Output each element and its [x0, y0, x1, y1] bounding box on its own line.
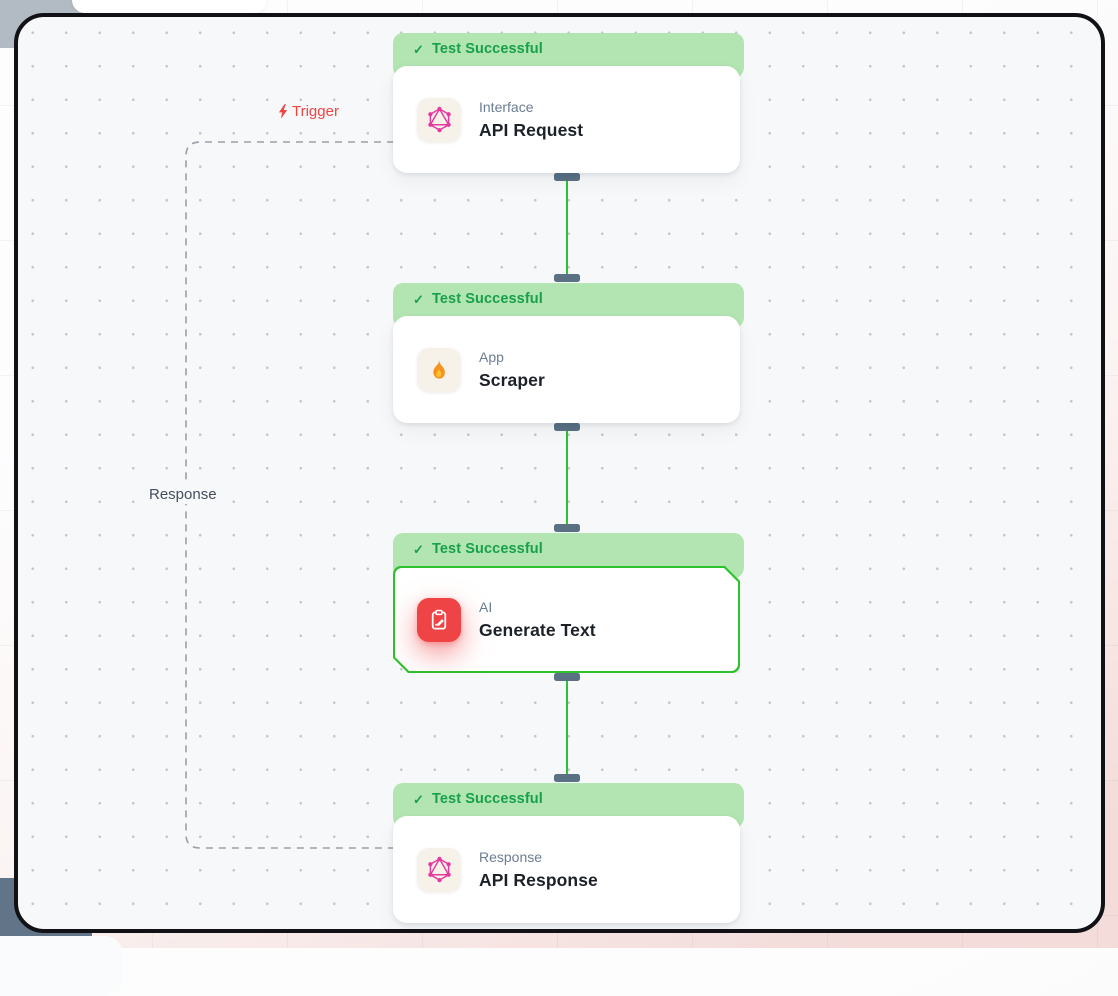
check-icon: ✓: [413, 542, 424, 557]
connection-handle[interactable]: [554, 673, 580, 681]
workflow-canvas-frame: Trigger Response ✓ Test Successful: [14, 13, 1105, 933]
check-icon: ✓: [413, 42, 424, 57]
check-icon: ✓: [413, 292, 424, 307]
fire-icon: [417, 347, 461, 392]
status-text: Test Successful: [432, 41, 543, 57]
node-title: Scraper: [479, 369, 545, 390]
lightning-bolt-icon: [278, 104, 288, 119]
workflow-node-generate-text: ✓ Test Successful AI Generate Text: [393, 533, 744, 673]
connection-handle[interactable]: [554, 274, 580, 282]
node-card-api-request[interactable]: Interface API Request: [393, 66, 740, 173]
node-card-scraper[interactable]: App Scraper: [393, 316, 740, 423]
connection-handle[interactable]: [554, 423, 580, 431]
response-edge-label: Response: [144, 485, 222, 504]
connection-handle[interactable]: [554, 524, 580, 532]
clipboard-pencil-icon: [417, 598, 461, 642]
node-category: AI: [479, 598, 493, 615]
node-category: Response: [479, 848, 543, 865]
node-card-generate-text[interactable]: AI Generate Text: [393, 566, 740, 673]
connection-handle[interactable]: [554, 173, 580, 181]
backdrop-card-top-left: [72, 0, 267, 13]
status-text: Test Successful: [432, 291, 543, 307]
workflow-canvas[interactable]: Trigger Response ✓ Test Successful: [18, 17, 1101, 929]
trigger-label-text: Trigger: [292, 103, 339, 120]
node-title: API Response: [479, 869, 598, 890]
graphql-icon: [417, 97, 461, 142]
workflow-node-scraper: ✓ Test Successful App Scraper: [393, 283, 744, 423]
graphql-icon: [417, 847, 461, 892]
response-edge[interactable]: [185, 141, 394, 849]
workflow-node-api-response: ✓ Test Successful Response API Response: [393, 783, 744, 923]
node-category: Interface: [479, 98, 534, 115]
status-text: Test Successful: [432, 541, 543, 557]
node-card-api-response[interactable]: Response API Response: [393, 816, 740, 923]
node-title: Generate Text: [479, 619, 596, 640]
node-category: App: [479, 348, 504, 365]
check-icon: ✓: [413, 792, 424, 807]
trigger-label: Trigger: [278, 103, 339, 120]
node-title: API Request: [479, 119, 584, 140]
status-text: Test Successful: [432, 791, 543, 807]
edges-layer: [185, 141, 580, 849]
backdrop-card-bottom-left: [0, 936, 123, 996]
connection-handle[interactable]: [554, 774, 580, 782]
workflow-node-api-request: ✓ Test Successful Interface API Request: [393, 33, 744, 173]
